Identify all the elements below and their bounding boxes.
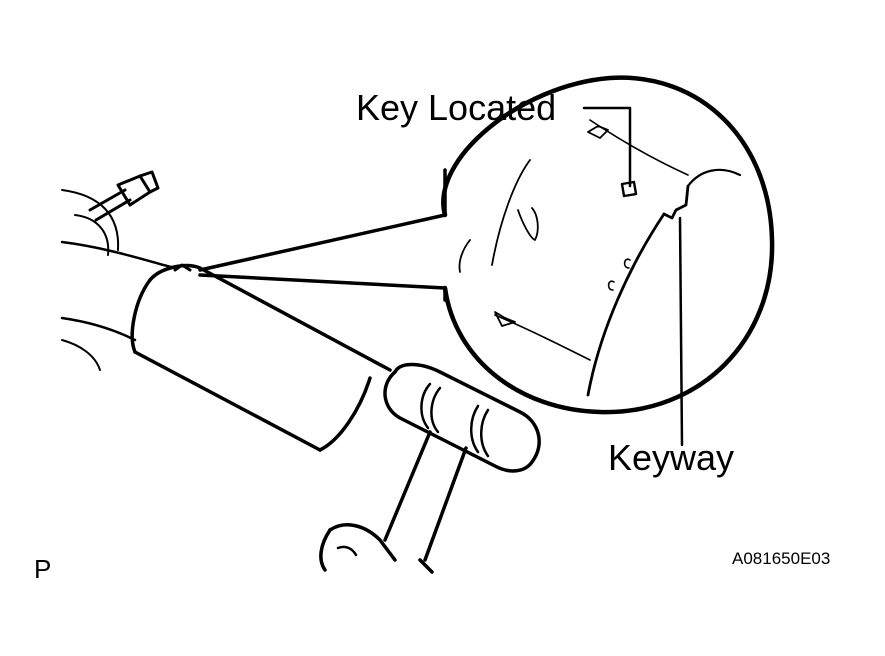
keyway-label: Keyway: [608, 437, 735, 478]
callout-wedge: [198, 213, 447, 290]
key-located-label: Key Located: [356, 87, 557, 128]
steering-column-illustration: [60, 170, 392, 452]
detail-column-surface: [458, 119, 742, 397]
figure-code-label: A081650E03: [732, 549, 831, 568]
hammer-illustration: [383, 362, 541, 562]
detail-magnifier-circle: [441, 75, 775, 415]
leader-lines: [582, 106, 684, 447]
hand-illustration: [319, 523, 434, 574]
view-marker-label: P: [34, 554, 52, 584]
